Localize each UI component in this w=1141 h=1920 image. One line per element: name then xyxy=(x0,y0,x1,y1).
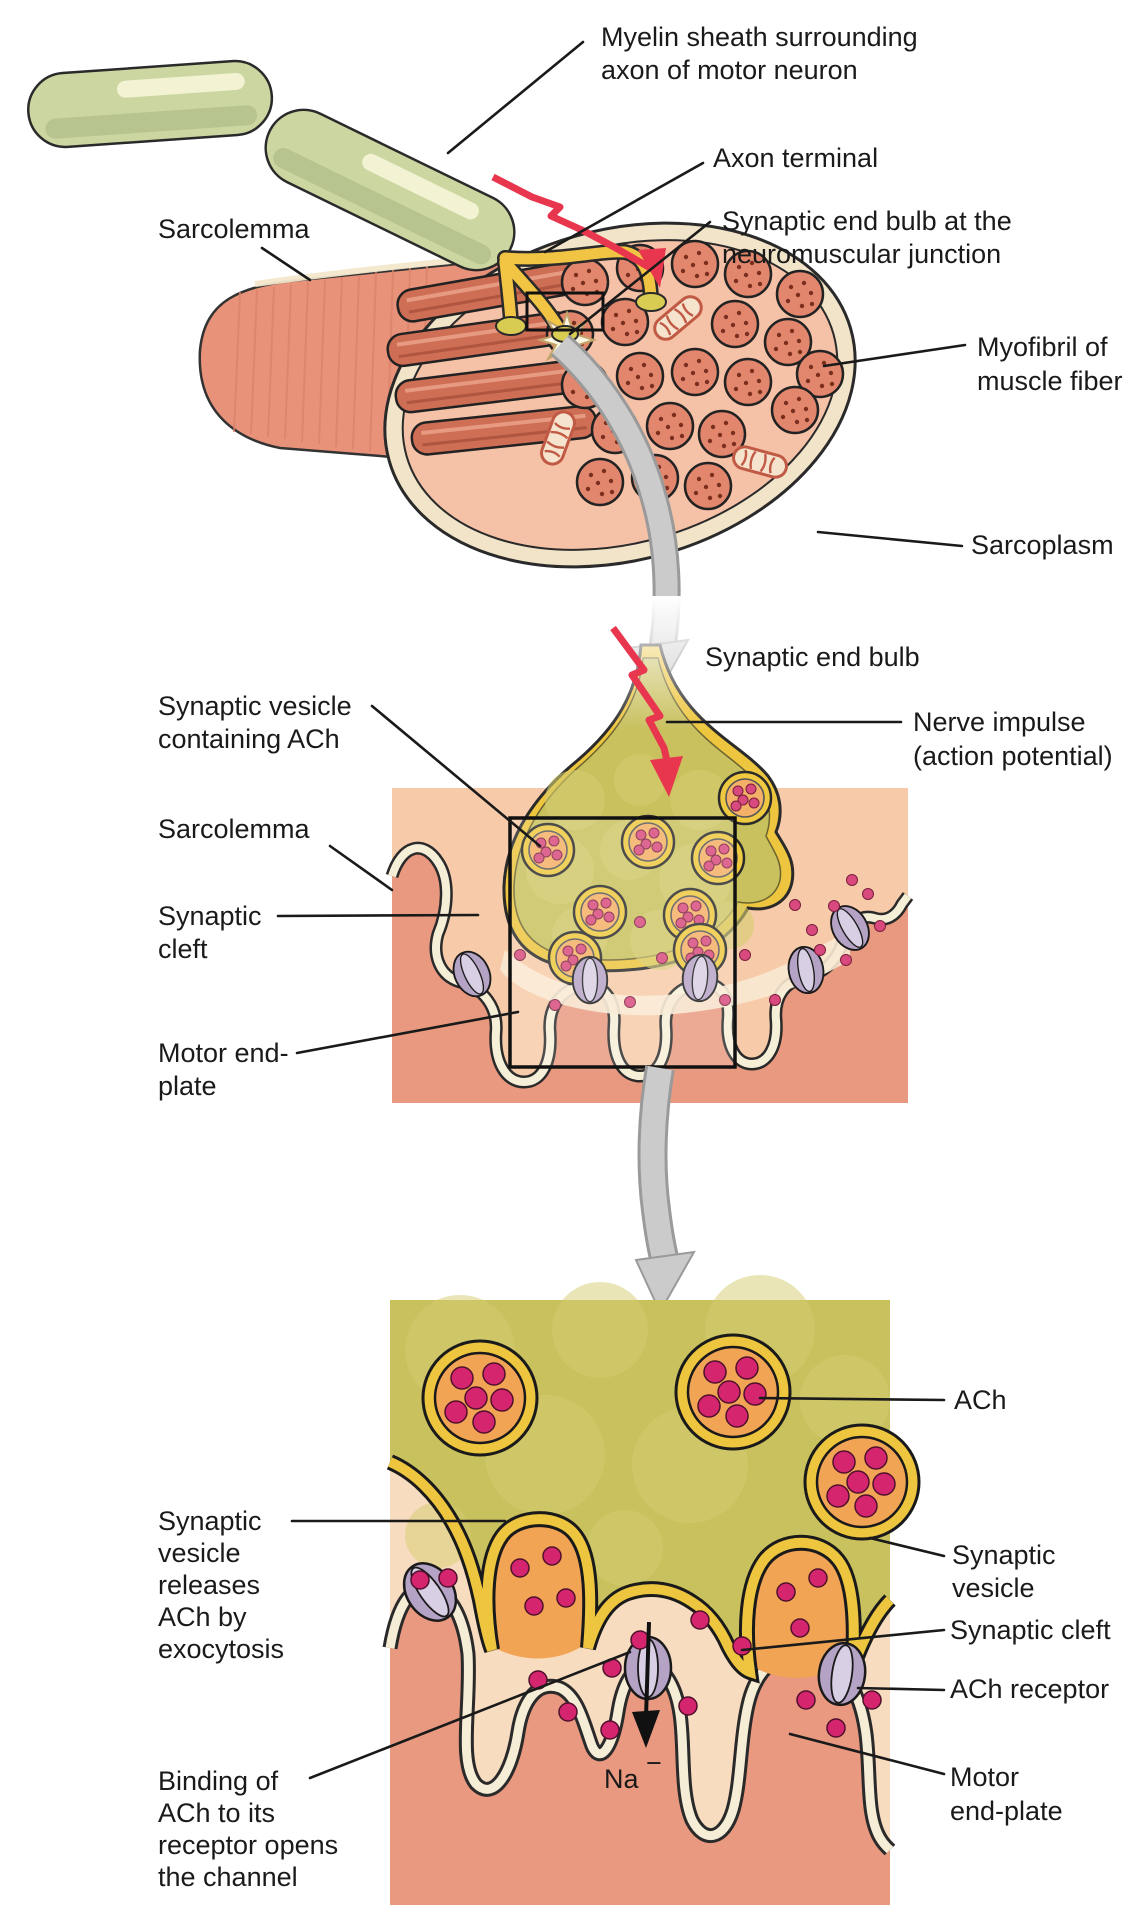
leader-ach-receptor xyxy=(856,1686,946,1692)
fusing-vesicle-1-interior xyxy=(489,1521,590,1659)
bottom-membrane-band-yellow xyxy=(387,1457,894,1680)
label-synaptic-end-bulb-nmj-1: Synaptic end bulb at the xyxy=(722,206,1012,236)
leader-axon-terminal xyxy=(543,161,705,254)
label-na-superscript-minus: − xyxy=(646,1748,662,1778)
label-sarcolemma-middle: Sarcolemma xyxy=(158,814,311,844)
myelin-segment-1 xyxy=(27,59,274,149)
label-na-base: Na xyxy=(604,1764,639,1794)
middle-panel-labels: Synaptic end bulb Synaptic vesicle conta… xyxy=(158,642,1113,1101)
leader-binding xyxy=(308,1650,632,1780)
label-binding-2: ACh to its xyxy=(158,1798,275,1828)
label-myofibril-2: muscle fiber xyxy=(977,366,1123,396)
label-nerve-impulse-1: Nerve impulse xyxy=(913,707,1086,737)
label-motor-end-plate-bottom-2: end-plate xyxy=(950,1796,1063,1826)
label-motor-end-plate-middle-1: Motor end- xyxy=(158,1038,289,1068)
terminal-bulb-2 xyxy=(635,292,667,312)
bottom-panel-molecular-detail: Na − ACh Synaptic vesicle Synaptic cleft… xyxy=(158,1275,1111,1905)
label-synaptic-vesicle-ach-2: containing ACh xyxy=(158,724,340,754)
leader-synaptic-cleft-middle xyxy=(276,913,480,918)
label-myofibril-1: Myofibril of xyxy=(977,332,1108,362)
label-ach-receptor: ACh receptor xyxy=(950,1674,1109,1704)
label-vesicle-releases-2: vesicle xyxy=(158,1538,241,1568)
terminal-bulb-1 xyxy=(495,316,527,336)
label-synaptic-vesicle-2: vesicle xyxy=(952,1573,1035,1603)
leader-synaptic-end-bulb-nmj xyxy=(568,220,712,336)
label-ach: ACh xyxy=(954,1385,1007,1415)
label-synaptic-vesicle-ach-1: Synaptic vesicle xyxy=(158,691,352,721)
leader-myelin-sheath xyxy=(446,40,585,155)
bulb-top-fade xyxy=(530,596,790,731)
label-motor-end-plate-bottom-1: Motor xyxy=(950,1762,1019,1792)
label-sarcoplasm: Sarcoplasm xyxy=(971,530,1114,560)
top-panel-labels: Myelin sheath surrounding axon of motor … xyxy=(158,22,1123,560)
label-synaptic-end-bulb-nmj-2: neuromuscular junction xyxy=(722,239,1001,269)
leader-motor-end-plate-bottom xyxy=(788,1732,946,1776)
label-synaptic-cleft-middle-1: Synaptic xyxy=(158,901,262,931)
label-binding-3: receptor opens xyxy=(158,1830,338,1860)
label-myelin-sheath-1: Myelin sheath surrounding xyxy=(601,22,918,52)
label-vesicle-releases-1: Synaptic xyxy=(158,1506,262,1536)
leader-ach xyxy=(758,1396,946,1402)
zoom-box-middle xyxy=(508,816,737,1069)
nerve-impulse-arrow-middle xyxy=(610,625,683,797)
leader-sarcoplasm xyxy=(816,530,964,548)
label-synaptic-cleft-bottom: Synaptic cleft xyxy=(950,1615,1111,1645)
label-vesicle-releases-5: exocytosis xyxy=(158,1634,284,1664)
leader-synaptic-vesicle-ach xyxy=(370,704,542,848)
label-myelin-sheath-2: axon of motor neuron xyxy=(601,55,858,85)
middle-panel-synaptic-end-bulb: Synaptic end bulb Synaptic vesicle conta… xyxy=(158,596,1113,1103)
bottom-panel-labels: ACh Synaptic vesicle Synaptic cleft ACh … xyxy=(158,1385,1111,1892)
bottom-muscle xyxy=(390,1587,890,1905)
leader-synaptic-vesicle xyxy=(868,1536,946,1558)
leader-sarcolemma-middle xyxy=(328,844,394,892)
label-synaptic-cleft-middle-2: cleft xyxy=(158,934,208,964)
label-nerve-impulse-2: (action potential) xyxy=(913,741,1113,771)
label-binding-1: Binding of xyxy=(158,1766,279,1796)
label-synaptic-vesicle-1: Synaptic xyxy=(952,1540,1056,1570)
label-sarcolemma-top: Sarcolemma xyxy=(158,214,311,244)
leader-motor-end-plate-middle xyxy=(295,1010,520,1055)
zoom-box-top xyxy=(525,291,605,332)
label-motor-end-plate-middle-2: plate xyxy=(158,1071,217,1101)
magnify-arrow-2 xyxy=(634,1065,696,1315)
label-binding-4: the channel xyxy=(158,1862,298,1892)
label-synaptic-end-bulb: Synaptic end bulb xyxy=(705,642,920,672)
label-vesicle-releases-4: ACh by xyxy=(158,1602,247,1632)
top-panel-muscle-fiber-illustration: Myelin sheath surrounding axon of motor … xyxy=(27,22,1123,700)
leader-sarcolemma-top xyxy=(260,246,312,282)
label-axon-terminal: Axon terminal xyxy=(713,143,878,173)
label-vesicle-releases-3: releases xyxy=(158,1570,260,1600)
leader-synaptic-cleft-bottom xyxy=(740,1628,946,1652)
leader-myofibril xyxy=(822,343,967,368)
myelin-segment-2 xyxy=(264,108,516,272)
sodium-flow-arrow xyxy=(632,1621,660,1748)
